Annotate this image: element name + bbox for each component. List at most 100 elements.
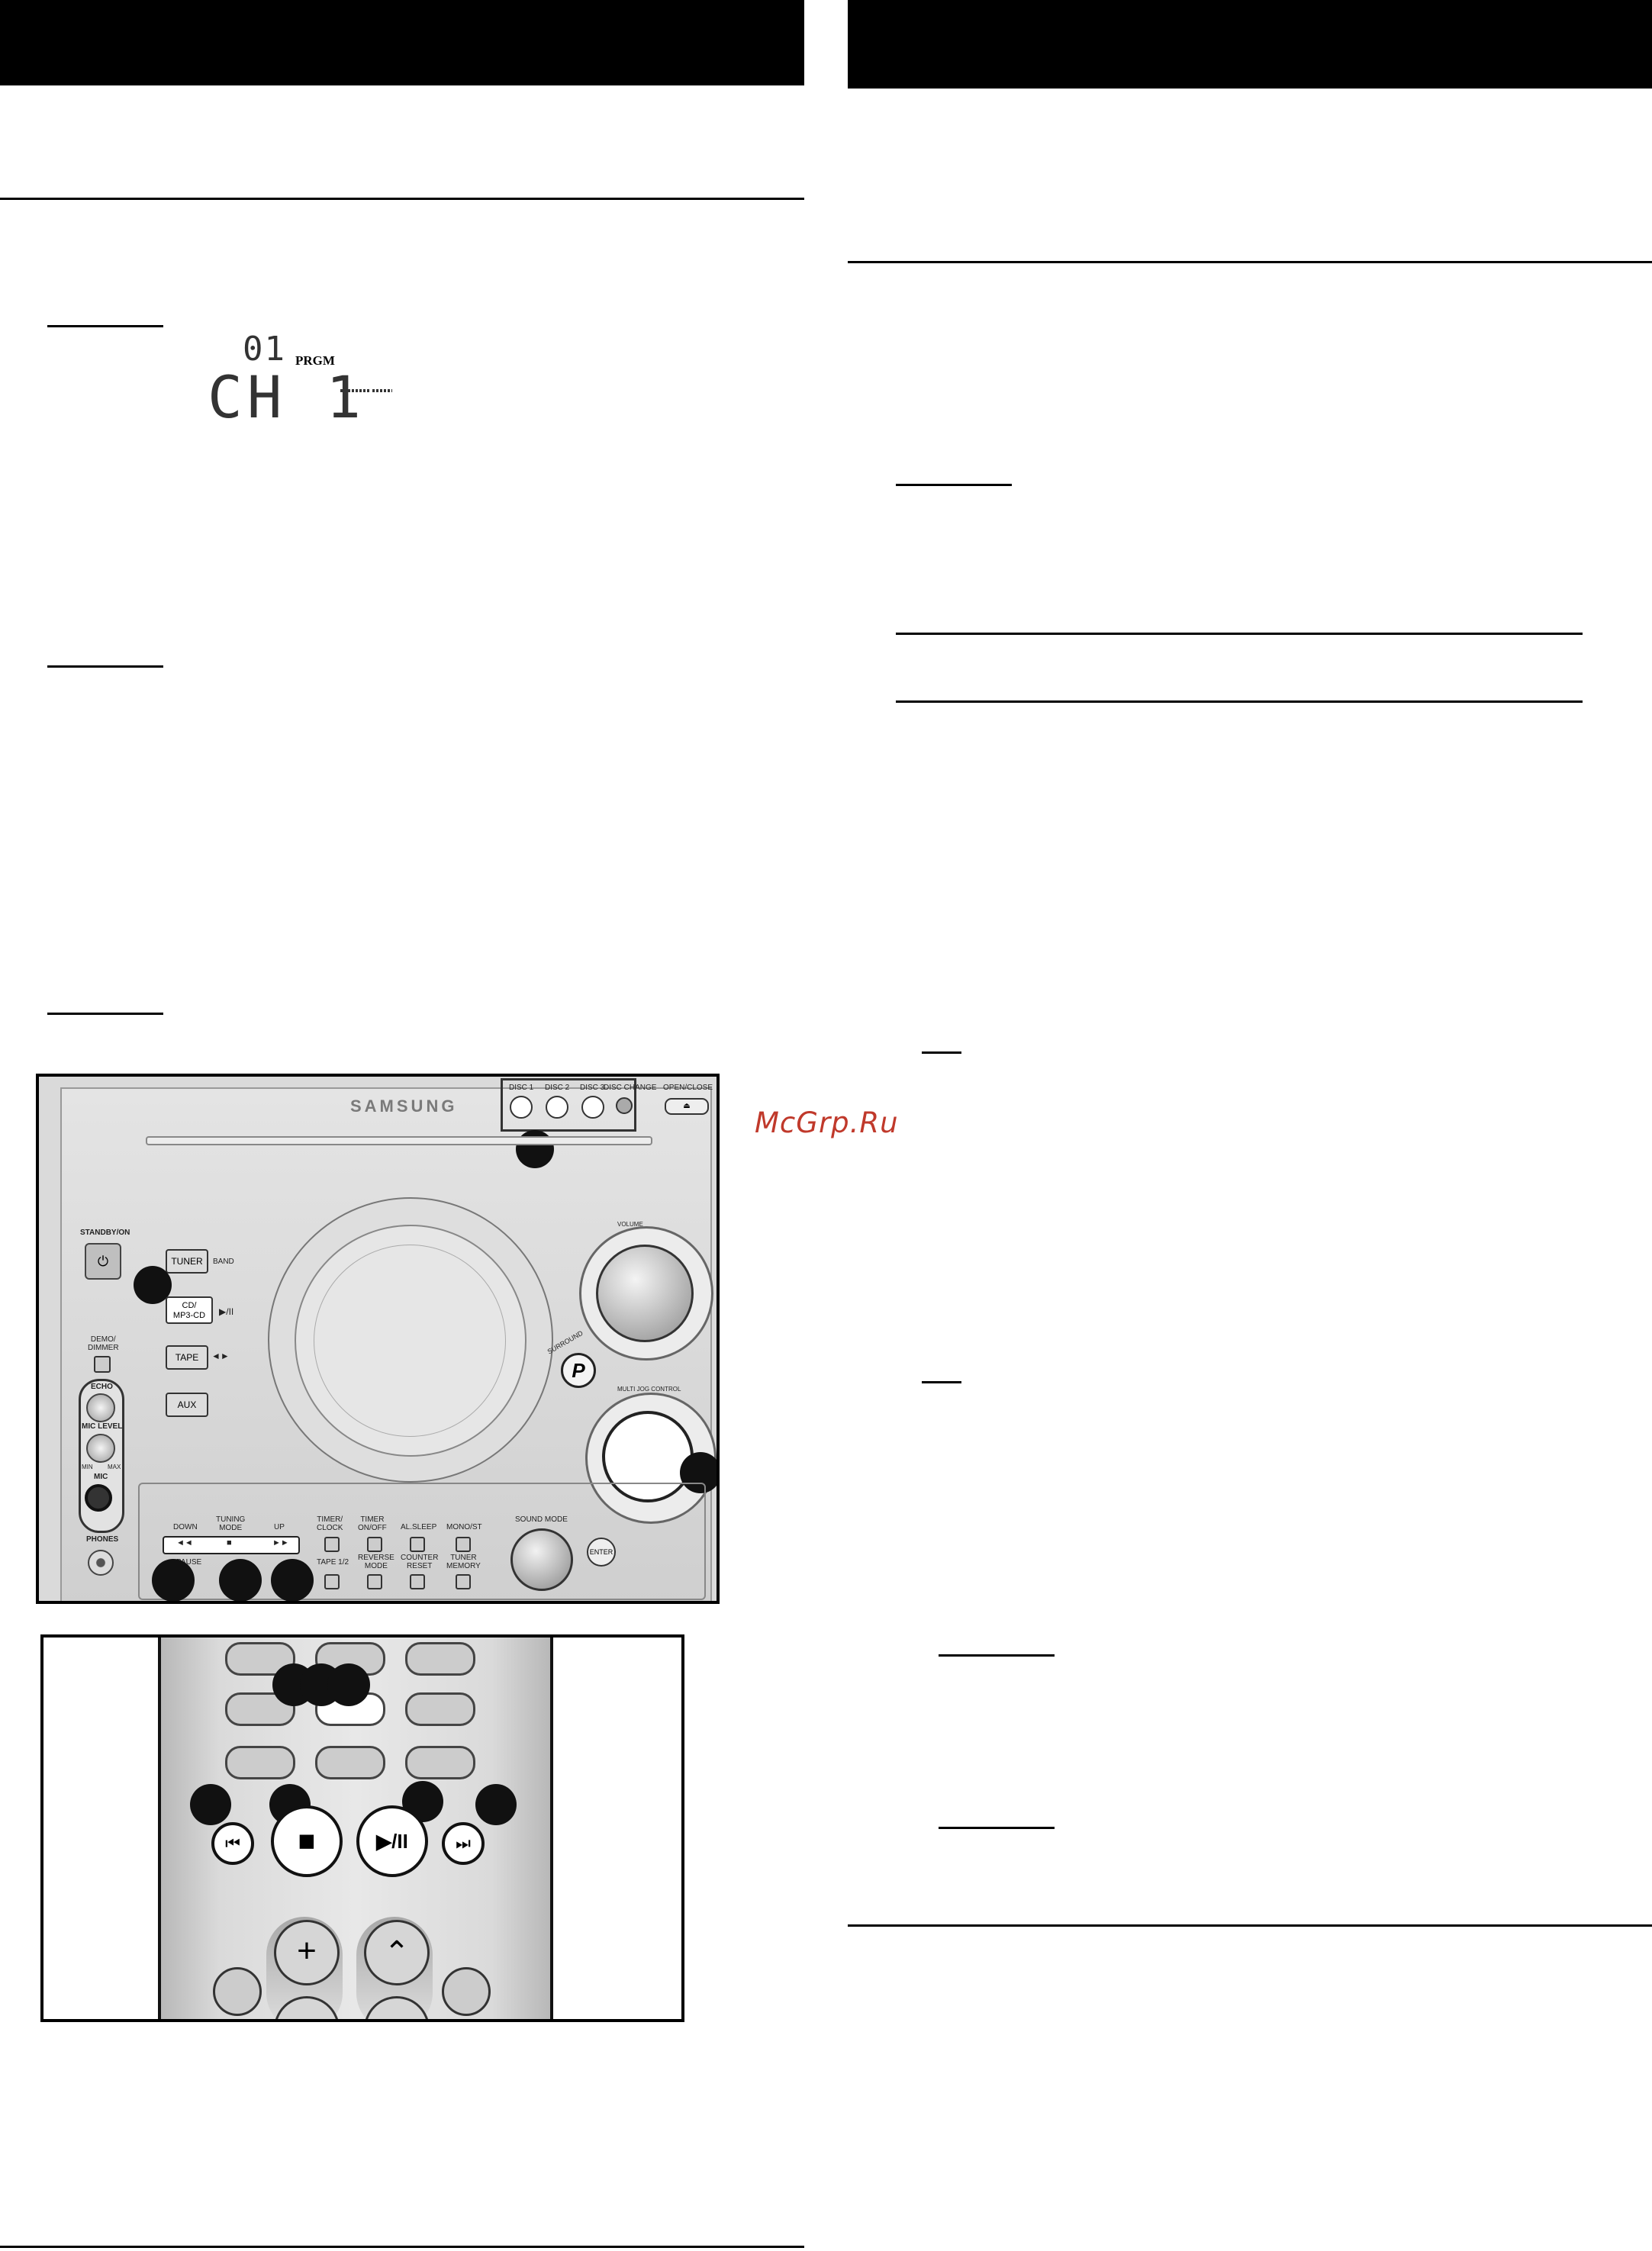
callout-badge-cd xyxy=(134,1266,172,1304)
disc-button-group xyxy=(501,1078,636,1132)
remote-key-r2c3[interactable] xyxy=(405,1692,475,1726)
remote-key-r3c1[interactable] xyxy=(225,1746,295,1779)
reverse-mode-button[interactable] xyxy=(367,1574,382,1589)
right-bottom-rule xyxy=(848,1924,1652,1927)
counter-reset-button[interactable] xyxy=(410,1574,425,1589)
disc3-label: DISC 3 xyxy=(580,1084,605,1092)
stop-button[interactable]: ■ xyxy=(271,1805,343,1877)
counter-reset-label: COUNTER RESET xyxy=(401,1554,439,1570)
surround-button[interactable]: P xyxy=(561,1353,596,1388)
tape-12-label: TAPE 1/2 xyxy=(317,1558,349,1567)
disc2-button[interactable] xyxy=(546,1096,568,1119)
cd-mp3-button[interactable]: CD/ MP3-CD xyxy=(166,1296,213,1324)
tuner-memory-label: TUNER MEMORY xyxy=(446,1554,481,1570)
skip-back-button[interactable]: ⏮ xyxy=(211,1822,254,1865)
remote-key-r1c1[interactable] xyxy=(225,1642,295,1676)
disc1-button[interactable] xyxy=(510,1096,533,1119)
remote-side-key-left[interactable] xyxy=(213,1967,262,2016)
transport-button-row xyxy=(163,1536,300,1554)
down-label: DOWN xyxy=(173,1523,198,1531)
reverse-mode-label: REVERSE MODE xyxy=(358,1554,394,1570)
left-step-rule-3 xyxy=(47,1013,163,1015)
standby-button[interactable]: ⏻ xyxy=(85,1243,121,1280)
remote-key-r1c3[interactable] xyxy=(405,1642,475,1676)
mic-jack[interactable] xyxy=(85,1484,112,1512)
left-section-rule xyxy=(0,198,804,200)
echo-knob[interactable] xyxy=(86,1393,115,1422)
cd-tray-slot xyxy=(146,1136,652,1145)
echo-label: ECHO xyxy=(91,1383,113,1391)
right-note-rule-bottom xyxy=(896,700,1583,703)
callout-badge-stop xyxy=(219,1559,262,1601)
standby-label: STANDBY/ON xyxy=(80,1229,130,1237)
right-step-rule-1 xyxy=(896,484,1012,486)
left-step-rule-1 xyxy=(47,325,163,327)
lcd-channel: CH 1 xyxy=(208,363,366,431)
disc-change-button[interactable] xyxy=(616,1097,633,1114)
open-close-button[interactable]: ⏏ xyxy=(665,1098,709,1115)
open-close-label: OPEN/CLOSE xyxy=(663,1084,713,1092)
lcd-program-label: PRGM xyxy=(295,353,335,368)
tuner-memory-button[interactable] xyxy=(456,1574,471,1589)
disc2-label: DISC 2 xyxy=(545,1084,570,1092)
down-button[interactable]: ◄◄ xyxy=(176,1538,193,1547)
right-note-rule-top xyxy=(896,633,1583,635)
tape-12-button[interactable] xyxy=(324,1574,340,1589)
lower-control-frame xyxy=(138,1483,706,1600)
tuning-mode-button[interactable]: ■ xyxy=(227,1538,232,1547)
timer-clock-label: TIMER/ CLOCK xyxy=(317,1515,343,1532)
pause-label: PAUSE xyxy=(176,1558,202,1567)
up-label: UP xyxy=(274,1523,285,1531)
volume-up-button[interactable]: + xyxy=(274,1920,340,1985)
enter-button[interactable]: ENTER xyxy=(587,1538,616,1567)
mono-st-button[interactable] xyxy=(456,1537,471,1552)
cd-play-pause-icon: ▶/II xyxy=(219,1306,234,1317)
right-header-bar xyxy=(848,0,1652,89)
callout-badge-skip-back xyxy=(190,1784,231,1825)
mic-level-knob[interactable] xyxy=(86,1434,115,1463)
al-sleep-button[interactable] xyxy=(410,1537,425,1552)
disc1-label: DISC 1 xyxy=(509,1084,534,1092)
lcd-dashes-3 xyxy=(372,389,392,392)
demo-dimmer-button[interactable] xyxy=(94,1356,111,1373)
remote-key-r3c3[interactable] xyxy=(405,1746,475,1779)
timer-onoff-button[interactable] xyxy=(367,1537,382,1552)
play-pause-button[interactable]: ▶/II xyxy=(356,1805,428,1877)
remote-side-key-right[interactable] xyxy=(442,1967,491,2016)
skip-fwd-button[interactable]: ⏭ xyxy=(442,1822,485,1865)
multi-jog-label: MULTI JOG CONTROL xyxy=(617,1386,681,1393)
tuning-mode-label: TUNING MODE xyxy=(216,1515,246,1532)
mic-max-label: MAX xyxy=(108,1464,121,1470)
mono-st-label: MONO/ST xyxy=(446,1523,482,1531)
left-bottom-rule xyxy=(0,2246,804,2248)
jog-dial[interactable] xyxy=(602,1411,694,1502)
disc3-button[interactable] xyxy=(581,1096,604,1119)
right-section-rule xyxy=(848,261,1652,263)
brand-logo: SAMSUNG xyxy=(350,1097,458,1116)
sound-mode-knob[interactable] xyxy=(510,1528,573,1591)
phones-jack[interactable] xyxy=(88,1550,114,1576)
disc-change-label: DISC CHANGE xyxy=(604,1084,657,1092)
tape-direction-icon: ◄► xyxy=(211,1351,230,1361)
up-button[interactable]: ►► xyxy=(272,1538,289,1547)
remote-key-r3c2[interactable] xyxy=(315,1746,385,1779)
timer-onoff-label: TIMER ON/OFF xyxy=(358,1515,387,1532)
tuner-button[interactable]: TUNER xyxy=(166,1249,208,1274)
tape-button[interactable]: TAPE xyxy=(166,1345,208,1370)
callout-badge-skip-fwd xyxy=(475,1784,517,1825)
lcd-dashes xyxy=(340,389,394,392)
right-tiny-rule-1 xyxy=(922,1051,961,1054)
mic-level-label: MIC LEVEL xyxy=(82,1422,123,1431)
channel-up-button[interactable]: ⌃ xyxy=(364,1920,430,1985)
volume-knob[interactable] xyxy=(596,1245,694,1342)
remote-control-figure: ⏮ ■ ▶/II ⏭ + ⌃ xyxy=(40,1634,684,2022)
band-label: BAND xyxy=(213,1258,234,1266)
lcd-track-number: 01 xyxy=(243,330,286,369)
mic-label: MIC xyxy=(94,1473,108,1481)
right-tiny-rule-2 xyxy=(922,1381,961,1383)
aux-button[interactable]: AUX xyxy=(166,1393,208,1417)
timer-clock-button[interactable] xyxy=(324,1537,340,1552)
stereo-front-panel: SAMSUNG DISC 1 DISC 2 DISC 3 DISC CHANGE… xyxy=(36,1074,720,1604)
right-step-rule-3 xyxy=(939,1827,1055,1829)
al-sleep-label: AL.SLEEP xyxy=(401,1523,437,1531)
